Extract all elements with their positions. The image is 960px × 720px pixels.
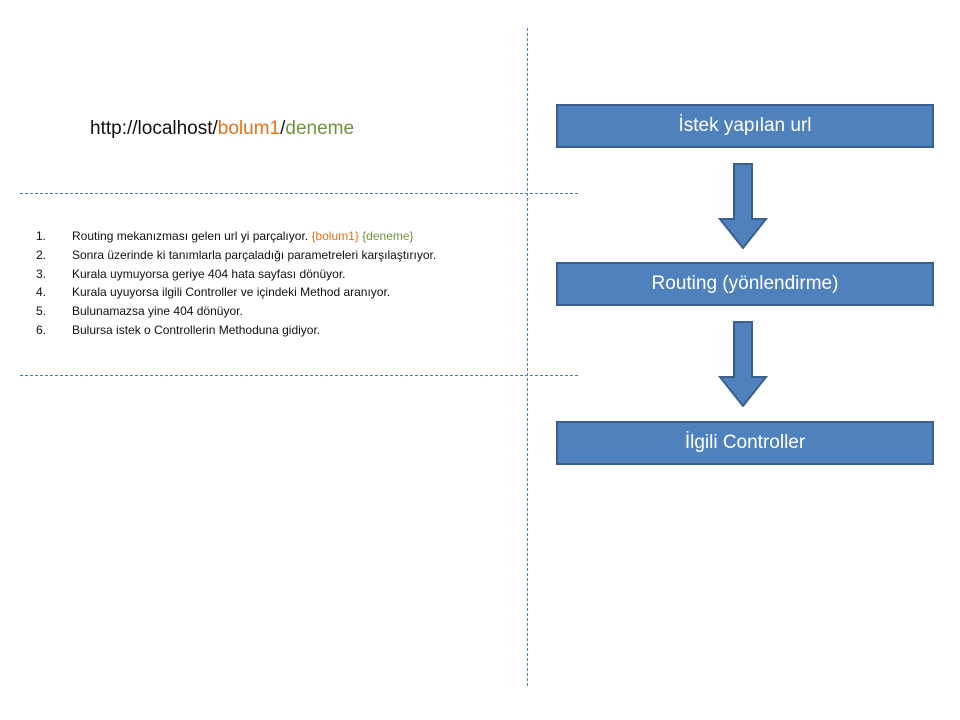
step-number: 1.	[36, 229, 47, 243]
param-bolum1: {bolum1}	[311, 229, 359, 243]
step-number: 2.	[36, 247, 47, 262]
step-text: Kurala uyuyorsa ilgili Controller ve içi…	[72, 285, 391, 300]
step-item: 4. Kurala uyuyorsa ilgili Controller ve …	[36, 283, 436, 302]
step-item: 3. Kurala uymuyorsa geriye 404 hata sayf…	[36, 265, 436, 284]
flow-box-label: Routing (yönlendirme)	[651, 273, 839, 294]
horizontal-divider-top	[20, 193, 578, 194]
step-text: Routing mekanızması gelen url yi parçalı…	[72, 229, 414, 243]
step-text: Bulursa istek o Controllerin Methoduna g…	[72, 322, 321, 337]
step-number: 6.	[36, 322, 47, 337]
step-item: 1. Routing mekanızması gelen url yi parç…	[36, 227, 436, 246]
down-arrow-icon	[718, 163, 768, 249]
flow-box-routing: Routing (yönlendirme)	[556, 262, 934, 306]
step-number: 4.	[36, 285, 47, 300]
step-item: 5. Bulunamazsa yine 404 dönüyor.	[36, 302, 436, 321]
step-text: Bulunamazsa yine 404 dönüyor.	[72, 304, 243, 319]
step-number: 5.	[36, 304, 47, 319]
step-text: Sonra üzerinde ki tanımlarla parçaladığı…	[72, 247, 437, 262]
url-example: http://localhost/bolum1/deneme	[90, 118, 354, 140]
url-segment-action: deneme	[285, 118, 355, 139]
horizontal-divider-bottom	[20, 375, 578, 376]
url-separator: /	[280, 118, 286, 139]
flow-box-label: İlgili Controller	[684, 432, 806, 453]
step-item: 2. Sonra üzerinde ki tanımlarla parçalad…	[36, 246, 436, 265]
vertical-divider	[527, 28, 528, 686]
param-deneme: {deneme}	[362, 229, 414, 243]
flow-box-label: İstek yapılan url	[678, 115, 812, 136]
step-item: 6. Bulursa istek o Controllerin Methodun…	[36, 321, 436, 340]
step-text: Kurala uymuyorsa geriye 404 hata sayfası…	[72, 266, 346, 281]
url-prefix: http://localhost/	[90, 118, 218, 139]
down-arrow-icon	[718, 321, 768, 407]
flow-box-request-url: İstek yapılan url	[556, 104, 934, 148]
step-number: 3.	[36, 266, 47, 281]
flow-box-controller: İlgili Controller	[556, 421, 934, 465]
url-segment-controller: bolum1	[217, 118, 281, 139]
steps-list: 1. Routing mekanızması gelen url yi parç…	[36, 227, 436, 340]
